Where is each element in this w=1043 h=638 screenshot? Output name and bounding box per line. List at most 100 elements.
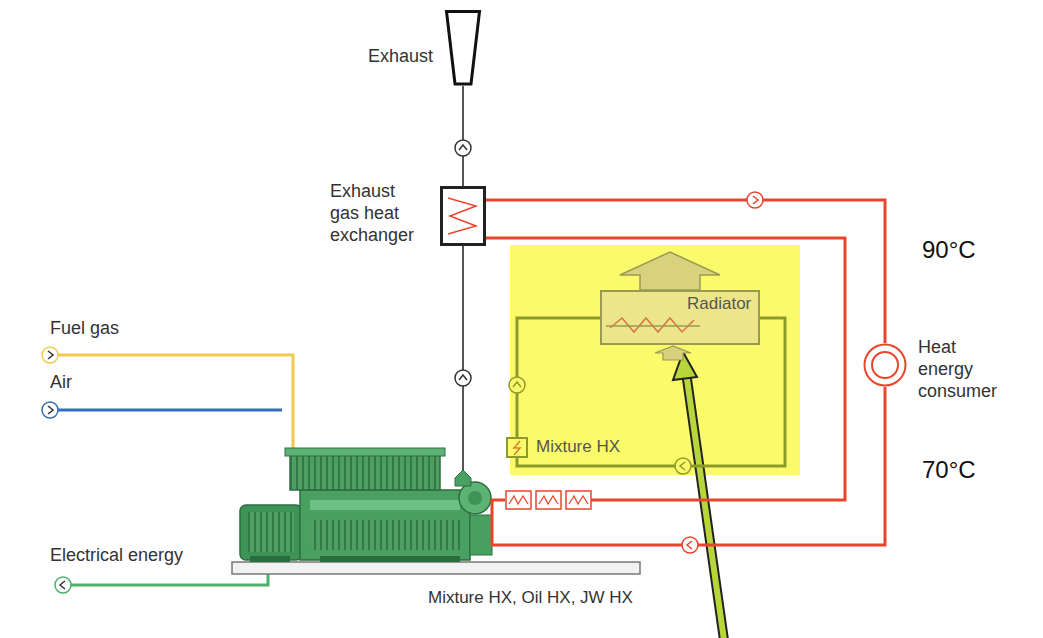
input-label: Air — [50, 372, 72, 394]
bank-outline-part — [506, 491, 531, 509]
exhaust-pipe — [462, 246, 464, 478]
engine-illustration-part — [300, 490, 470, 560]
flow-marker-part — [687, 541, 692, 549]
flow-marker-part — [42, 402, 58, 418]
flow-marker-part — [675, 458, 691, 474]
engine-illustration-part — [320, 556, 460, 562]
consumer-label: Heat energy consumer — [918, 336, 1006, 402]
node-consumer: Heat energy consumer — [863, 336, 1033, 408]
engine-illustration-part — [250, 556, 290, 562]
flow-marker-part — [55, 577, 71, 593]
node-hx: Exhaust gas heat exchanger — [330, 180, 488, 250]
consumer-outline-part — [872, 352, 898, 378]
pointer-arrow-part — [686, 372, 724, 638]
flow-marker-part — [48, 406, 53, 414]
consumer-outline-part — [865, 345, 906, 386]
highlight-region — [510, 245, 800, 475]
engine-illustration-part — [455, 470, 471, 486]
bank-outline-part — [566, 491, 591, 509]
mix-shape — [506, 437, 528, 458]
temperature-label: 90°C — [922, 236, 976, 265]
engine-illustration-part — [310, 500, 460, 510]
engine-illustration-part — [290, 455, 440, 490]
engine-illustration-part — [285, 448, 445, 456]
exchanger-label: Exhaust gas heat exchanger — [330, 180, 418, 246]
engine-illustration-part — [248, 512, 294, 552]
flow-marker — [682, 537, 698, 553]
output-label: Electrical energy — [50, 545, 183, 567]
node-bank: Mixture HX, Oil HX, JW HX — [420, 488, 720, 613]
pipe-line — [517, 318, 600, 437]
flow-marker-part — [455, 140, 471, 156]
flow-marker-part — [48, 351, 53, 359]
flow-marker-part — [747, 192, 763, 208]
bank-outline-part — [569, 496, 588, 504]
engine-illustration-part — [470, 515, 492, 555]
mixture-hx-label: Mixture HX — [536, 437, 620, 457]
engine-illustration-part — [310, 520, 460, 550]
air-line — [58, 409, 282, 412]
engine-illustration-part — [468, 491, 482, 505]
airflow-arrows-part — [620, 252, 720, 290]
pipe-connector — [463, 86, 464, 186]
bank-shape — [505, 490, 591, 510]
pipe-connector — [517, 318, 600, 437]
pipe-line — [486, 238, 845, 500]
consumer-outline — [863, 343, 907, 387]
pointer-arrow-part — [686, 372, 724, 638]
mix-outline — [506, 437, 528, 458]
pipe-line — [486, 200, 885, 343]
stack-outline — [445, 10, 481, 86]
flow-marker — [55, 577, 71, 593]
flow-marker-part — [753, 196, 758, 204]
hx-outline-part — [448, 198, 476, 234]
base-plate — [232, 562, 640, 574]
flow-marker-part — [513, 382, 521, 387]
flow-marker-part — [42, 347, 58, 363]
radiator-label: Radiator — [687, 294, 751, 314]
flow-marker — [42, 402, 58, 418]
input-label: Fuel gas — [50, 318, 119, 340]
bank-outline-part — [536, 491, 561, 509]
flow-marker-part — [455, 370, 471, 386]
hx-shape — [440, 186, 486, 246]
mix-outline-part — [507, 438, 527, 457]
fuel-line — [58, 355, 293, 462]
radiator-outline-part — [610, 318, 694, 332]
stack-label: Exhaust — [368, 46, 433, 68]
flow-marker — [675, 458, 691, 474]
hx-outline — [440, 186, 486, 246]
node-mix: Mixture HX — [506, 436, 626, 460]
flow-marker — [509, 377, 525, 393]
flow-marker-part — [459, 375, 467, 380]
pipe-line — [462, 86, 464, 186]
airflow-arrows-part — [655, 346, 691, 360]
pipe-connector — [486, 200, 885, 343]
radiator-outline-part — [601, 291, 759, 344]
bank-outline-part — [509, 496, 528, 504]
pipe-connector — [486, 238, 845, 500]
radiator-outline-part — [606, 325, 700, 327]
node-stack: Exhaust — [368, 8, 483, 88]
flow-marker — [747, 192, 763, 208]
temperature-label: 70°C — [922, 456, 976, 485]
flow-marker-part — [682, 537, 698, 553]
hx-bank-label: Mixture HX, Oil HX, JW HX — [428, 588, 633, 608]
stack-shape — [445, 10, 481, 86]
consumer-shape — [863, 343, 907, 387]
flow-marker-part — [509, 377, 525, 393]
flow-marker — [455, 140, 471, 156]
engine-illustration — [240, 448, 492, 562]
hx-outline-part — [442, 188, 485, 245]
flow-marker-part — [680, 462, 685, 470]
mix-outline-part — [514, 441, 520, 455]
stack-outline-part — [447, 12, 480, 85]
bank-outline — [505, 490, 591, 510]
engine-illustration-part — [240, 505, 302, 560]
flow-marker — [42, 347, 58, 363]
node-radiator: Radiator — [595, 250, 765, 362]
pointer-arrow — [673, 352, 724, 638]
